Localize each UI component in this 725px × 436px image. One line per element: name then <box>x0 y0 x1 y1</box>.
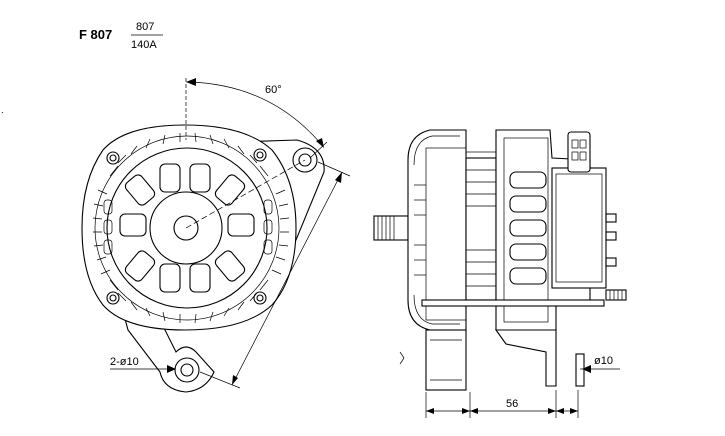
side-view <box>373 129 627 391</box>
angle-label: 60° <box>265 84 282 96</box>
mount-hole-label: 2-ø10 <box>110 356 139 368</box>
right-hole-label: ø10 <box>594 355 613 367</box>
fraction-top: 807 <box>136 21 154 33</box>
right-hole-callout: ø10 <box>580 355 620 373</box>
length-dimension: 56 <box>425 390 579 418</box>
length-label: 56 <box>506 398 518 410</box>
model-label: F 807 <box>79 27 112 42</box>
mount-hole-callout: 2-ø10 <box>110 356 176 373</box>
span-dimension <box>199 161 351 389</box>
angle-dimension: 60° <box>186 78 328 159</box>
front-view <box>81 78 325 393</box>
fraction-bottom: 140A <box>131 39 157 51</box>
